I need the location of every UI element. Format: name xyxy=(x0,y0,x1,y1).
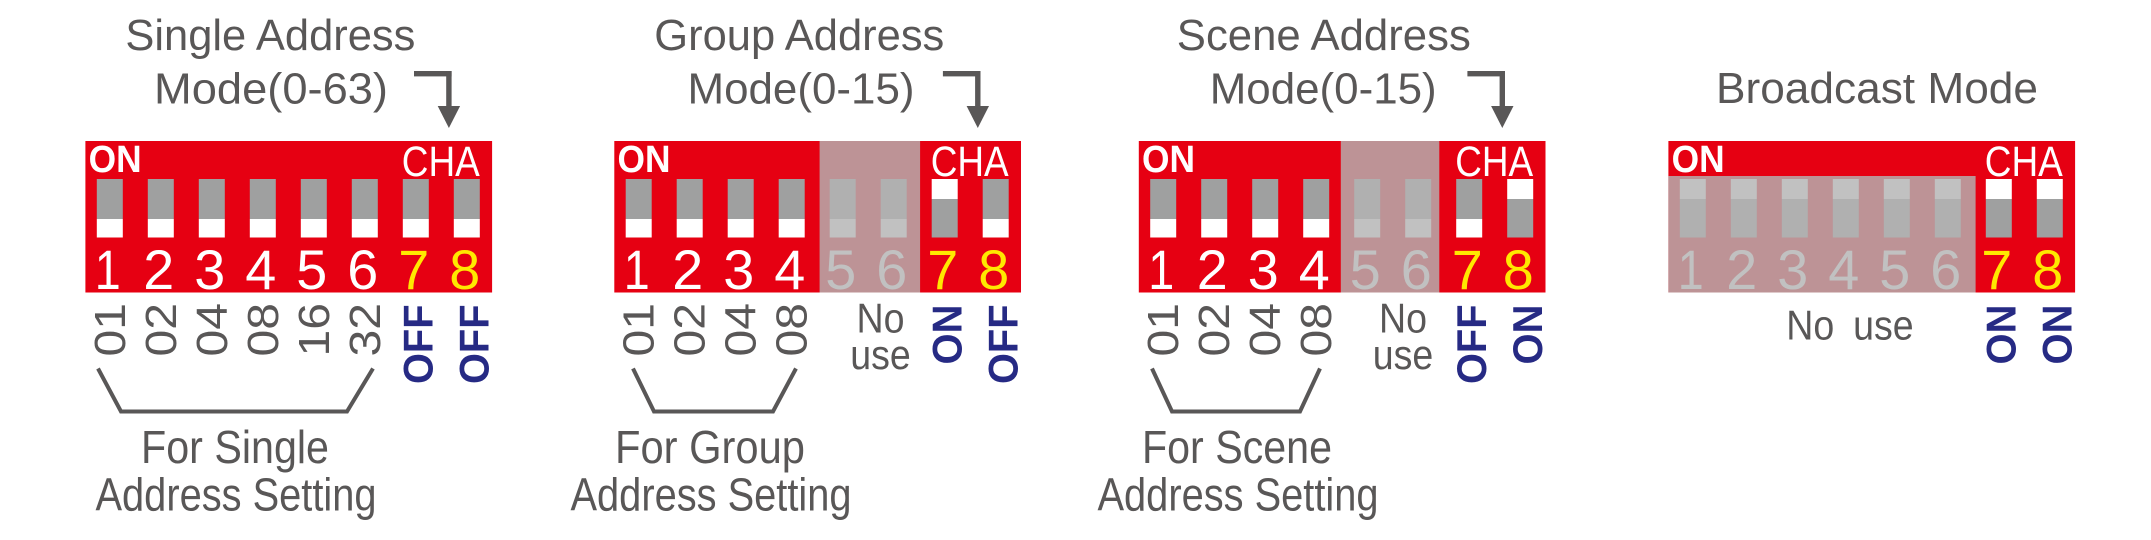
svg-text:04: 04 xyxy=(1241,303,1290,357)
svg-text:ON: ON xyxy=(1672,139,1725,181)
svg-text:Scene Address: Scene Address xyxy=(1177,11,1471,60)
svg-text:08: 08 xyxy=(768,303,817,357)
svg-text:ON: ON xyxy=(1504,305,1551,365)
svg-text:Group Address: Group Address xyxy=(654,11,944,60)
svg-text:ON: ON xyxy=(1977,305,2024,365)
svg-text:use: use xyxy=(1373,331,1434,378)
svg-text:2: 2 xyxy=(672,238,703,301)
svg-text:16: 16 xyxy=(290,303,339,357)
svg-text:CHA: CHA xyxy=(402,138,480,186)
svg-text:No: No xyxy=(857,295,905,342)
svg-text:08: 08 xyxy=(1292,303,1341,357)
svg-text:For Single: For Single xyxy=(141,421,329,473)
svg-text:4: 4 xyxy=(774,238,805,301)
svg-text:02: 02 xyxy=(1190,303,1239,357)
svg-text:7: 7 xyxy=(1452,238,1483,301)
svg-text:OFF: OFF xyxy=(450,305,497,385)
svg-text:OFF: OFF xyxy=(979,305,1026,385)
svg-text:8: 8 xyxy=(2032,238,2063,301)
svg-text:No: No xyxy=(1786,301,1834,348)
svg-text:For Group: For Group xyxy=(615,421,805,473)
svg-text:4: 4 xyxy=(1299,238,1330,301)
svg-text:ON: ON xyxy=(1142,139,1195,181)
svg-text:ON: ON xyxy=(89,139,142,181)
svg-text:2: 2 xyxy=(1197,238,1228,301)
svg-text:OFF: OFF xyxy=(1448,305,1495,385)
svg-text:OFF: OFF xyxy=(394,305,441,385)
svg-text:01: 01 xyxy=(615,303,664,357)
svg-text:For Scene: For Scene xyxy=(1142,421,1332,473)
svg-text:ON: ON xyxy=(618,139,671,181)
svg-text:04: 04 xyxy=(188,303,237,357)
svg-text:3: 3 xyxy=(723,238,754,301)
svg-text:use: use xyxy=(850,331,911,378)
svg-text:01: 01 xyxy=(1139,303,1188,357)
svg-text:7: 7 xyxy=(927,238,958,301)
svg-text:CHA: CHA xyxy=(1985,138,2063,186)
svg-text:Address Setting: Address Setting xyxy=(1098,469,1379,521)
svg-text:6: 6 xyxy=(347,238,378,301)
svg-text:7: 7 xyxy=(1981,238,2012,301)
svg-text:Address Setting: Address Setting xyxy=(571,469,852,521)
svg-text:4: 4 xyxy=(245,238,276,301)
svg-text:Single Address: Single Address xyxy=(125,11,415,60)
svg-text:1: 1 xyxy=(1148,238,1174,301)
svg-text:01: 01 xyxy=(86,303,135,357)
svg-text:Broadcast Mode: Broadcast Mode xyxy=(1716,64,2038,113)
svg-text:8: 8 xyxy=(978,238,1009,301)
svg-text:1: 1 xyxy=(624,238,650,301)
svg-text:No: No xyxy=(1379,295,1427,342)
svg-text:2: 2 xyxy=(143,238,174,301)
svg-text:Mode(0-15): Mode(0-15) xyxy=(688,65,915,114)
svg-text:use: use xyxy=(1853,301,1914,348)
svg-text:Mode(0-15): Mode(0-15) xyxy=(1210,65,1437,114)
svg-text:8: 8 xyxy=(1503,238,1534,301)
svg-text:08: 08 xyxy=(239,303,288,357)
svg-text:Address Setting: Address Setting xyxy=(96,469,377,521)
svg-text:7: 7 xyxy=(398,238,429,301)
svg-text:Mode(0-63): Mode(0-63) xyxy=(154,65,388,114)
svg-text:ON: ON xyxy=(923,305,970,365)
svg-text:8: 8 xyxy=(449,238,480,301)
svg-text:02: 02 xyxy=(137,303,186,357)
svg-text:3: 3 xyxy=(1248,238,1279,301)
svg-text:5: 5 xyxy=(296,238,327,301)
svg-text:32: 32 xyxy=(341,303,390,357)
svg-text:3: 3 xyxy=(194,238,225,301)
svg-text:1: 1 xyxy=(95,238,121,301)
svg-text:CHA: CHA xyxy=(931,138,1009,186)
svg-text:CHA: CHA xyxy=(1455,138,1533,186)
svg-text:ON: ON xyxy=(2033,305,2080,365)
svg-text:04: 04 xyxy=(717,303,766,357)
svg-text:02: 02 xyxy=(666,303,715,357)
